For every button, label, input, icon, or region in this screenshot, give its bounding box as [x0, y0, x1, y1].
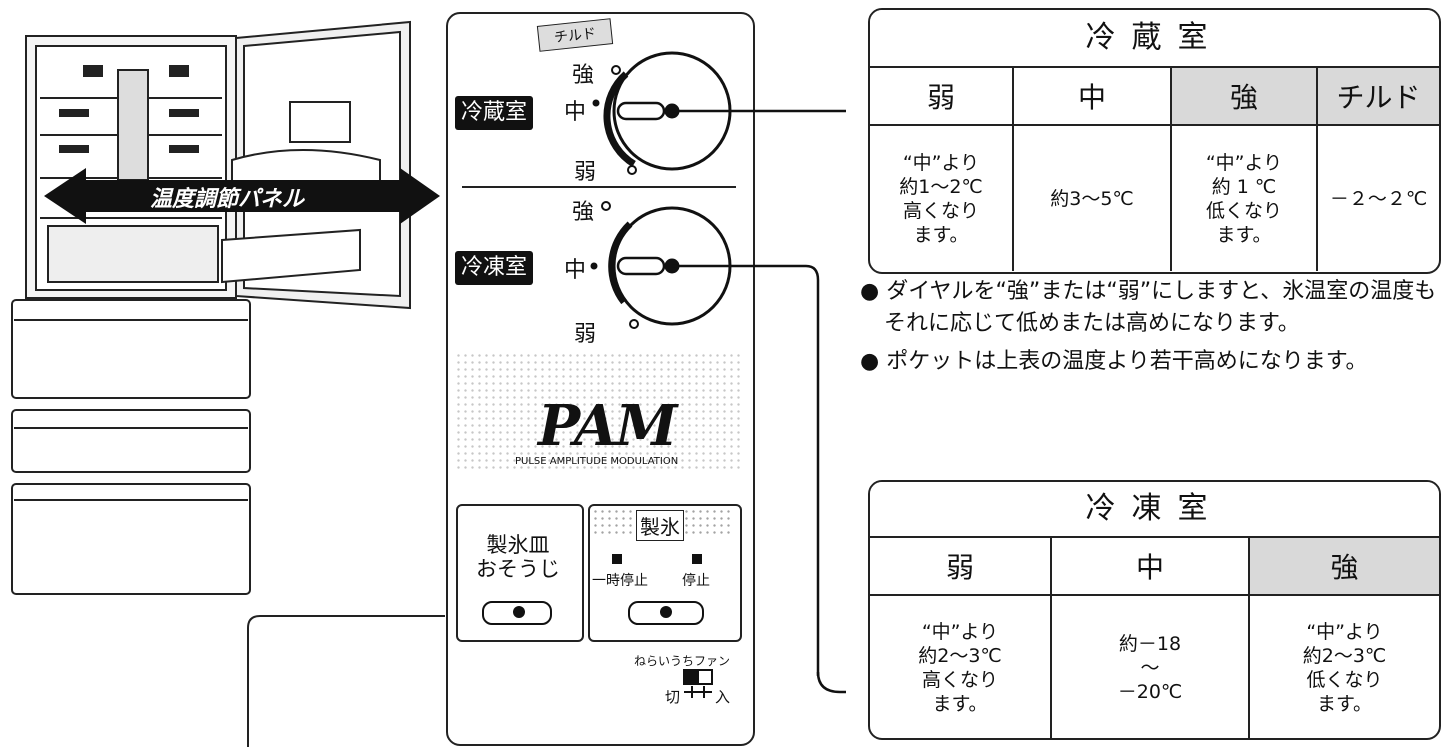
ice-maker-title: 製氷 — [636, 510, 684, 541]
ice-tray-clean-box — [456, 504, 584, 642]
fridge-header-weak: 弱 — [870, 68, 1014, 126]
notes: ● ダイヤルを“強”または“弱”にしますと、氷温室の温度もそれに応じて低めまたは… — [858, 276, 1443, 384]
cell-line: －２～２℃ — [1329, 187, 1428, 210]
table-row: “中”より 約2～3℃ 高くなり ます。 約－18 ～ －20℃ “中”より 約… — [870, 595, 1439, 738]
ice-maker-switch-dot — [660, 606, 672, 618]
fridge-temperature-dial[interactable] — [614, 53, 730, 169]
freezer-cell-strong: “中”より 約2～3℃ 低くなり ます。 — [1249, 595, 1439, 738]
freezer-header-weak: 弱 — [870, 538, 1052, 596]
freezer-cell-weak: “中”より 約2～3℃ 高くなり ます。 — [870, 595, 1052, 738]
cell-line: 約2～3℃ — [918, 644, 1002, 667]
refrigerator-illustration — [11, 20, 445, 747]
table-row: 弱 中 強 チルド — [870, 68, 1439, 126]
fridge-cell-medium: 約3～5℃ — [1013, 125, 1172, 271]
freezer-header-medium: 中 — [1051, 538, 1250, 596]
cell-line: “中”より — [1205, 151, 1283, 174]
fan-on-label: 入 — [715, 688, 731, 706]
freezer-dial-strong: 強 — [572, 200, 595, 225]
freezer-dial-medium: 中 — [564, 258, 587, 283]
fan-switch[interactable] — [680, 668, 716, 688]
ice-tray-button-dot — [513, 606, 525, 618]
fridge-cell-weak: “中”より 約1～2℃ 高くなり ます。 — [870, 125, 1014, 271]
cell-line: 約2～3℃ — [1302, 644, 1387, 667]
fridge-dial-medium: 中 — [564, 100, 587, 125]
cell-line: 高くなり — [902, 199, 979, 222]
table-row: “中”より 約1～2℃ 高くなり ます。 約3～5℃ “中”より 約 1 ℃ 低… — [870, 125, 1439, 271]
fan-switch-label: ねらいうちファン — [634, 654, 731, 668]
fridge-dial-weak: 弱 — [574, 160, 597, 185]
fridge-cell-strong: “中”より 約 1 ℃ 低くなり ます。 — [1171, 125, 1318, 271]
ice-stop-marker — [692, 554, 702, 564]
ice-stop-label: 停止 — [682, 573, 710, 589]
fridge-table-grid: 弱 中 強 チルド “中”より 約1～2℃ 高くなり ます。 約3～5℃ “中”… — [870, 68, 1439, 271]
freezer-compartment-table: 冷凍室 弱 中 強 “中”より 約2～3℃ 高くなり ます。 約－18 ～ －2… — [868, 480, 1441, 740]
cell-line: －20℃ — [1117, 680, 1183, 703]
fridge-cell-chilled: －２～２℃ — [1317, 125, 1439, 271]
speaker-grille — [455, 352, 741, 472]
cell-line: 約－18 — [1118, 632, 1182, 655]
cell-line: 約1～2℃ — [899, 175, 983, 198]
cell-line: ます。 — [932, 692, 988, 715]
dial-graphics — [590, 51, 846, 694]
cell-line: 高くなり — [921, 668, 998, 691]
cell-line: 低くなり — [1205, 199, 1282, 222]
cell-line: “中”より — [1306, 620, 1383, 643]
pam-logo: PAM — [538, 393, 677, 459]
cell-line: ます。 — [1316, 692, 1373, 715]
cell-line: 約3～5℃ — [1050, 187, 1134, 210]
ice-tray-label-1: 製氷皿 — [486, 533, 550, 557]
cell-line: ます。 — [1216, 223, 1272, 246]
fridge-dial-label: 冷蔵室 — [455, 96, 534, 130]
freezer-table-title: 冷凍室 — [870, 482, 1439, 538]
cell-line: 低くなり — [1306, 668, 1383, 691]
note-dial-effect: ● ダイヤルを“強”または“弱”にしますと、氷温室の温度もそれに応じて低めまたは… — [860, 279, 1437, 336]
cell-line: “中”より — [921, 620, 999, 643]
panel-divider — [462, 186, 736, 188]
table-row: 弱 中 強 — [870, 538, 1439, 596]
freezer-dial-weak: 弱 — [574, 322, 597, 347]
freezer-header-strong: 強 — [1249, 538, 1439, 596]
cell-line: “中”より — [902, 151, 980, 174]
pam-logo-subtitle: PULSE AMPLITUDE MODULATION — [515, 456, 679, 467]
fridge-header-strong: 強 — [1171, 68, 1318, 126]
fridge-table-title: 冷蔵室 — [870, 10, 1439, 68]
freezer-cell-medium: 約－18 ～ －20℃ — [1051, 595, 1250, 738]
freezer-dial-label: 冷凍室 — [455, 251, 534, 285]
freezer-temperature-dial[interactable] — [614, 208, 730, 324]
temperature-panel-callout: 温度調節パネル — [150, 187, 305, 212]
cell-line: 約 1 ℃ — [1211, 175, 1277, 198]
ice-pause-label: 一時停止 — [592, 573, 648, 589]
fridge-dial-strong: 強 — [572, 63, 595, 88]
note-pocket-temp: ● ポケットは上表の温度より若干高めになります。 — [860, 349, 1368, 374]
ice-tray-label-2: おそうじ — [476, 557, 560, 581]
ice-pause-marker — [612, 554, 622, 564]
fridge-header-chilled: チルド — [1317, 68, 1439, 126]
cell-line: ます。 — [913, 223, 969, 246]
fridge-header-medium: 中 — [1013, 68, 1172, 126]
fan-switch-icon — [683, 669, 713, 698]
freezer-table-grid: 弱 中 強 “中”より 約2～3℃ 高くなり ます。 約－18 ～ －20℃ “… — [870, 538, 1439, 738]
fridge-compartment-table: 冷蔵室 弱 中 強 チルド “中”より 約1～2℃ 高くなり ます。 約3～5℃… — [868, 8, 1441, 274]
cell-line: ～ — [1140, 656, 1160, 679]
fan-off-label: 切 — [665, 688, 681, 706]
